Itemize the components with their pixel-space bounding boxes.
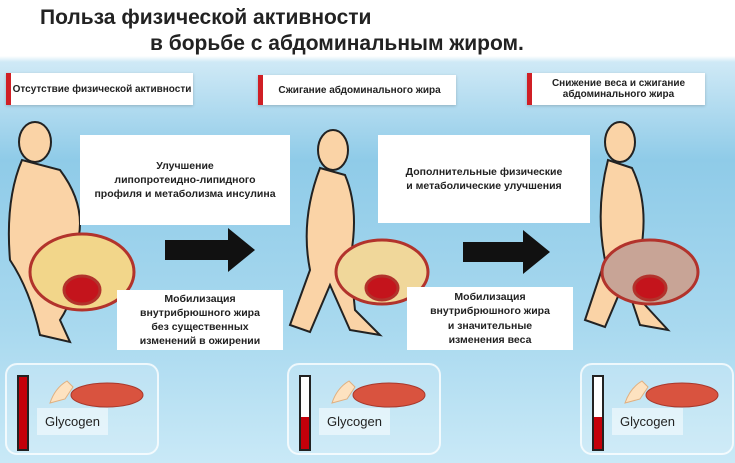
walking-person-figure	[288, 129, 383, 337]
glycogen-label: Glycogen	[37, 408, 108, 435]
glycogen-panel-3: Glycogen	[580, 363, 734, 455]
muscle-icon	[331, 380, 426, 408]
arrow-right-icon	[165, 228, 255, 272]
glycogen-gauge	[299, 375, 311, 451]
glycogen-panel-2: Glycogen	[287, 363, 441, 455]
effect-box-mobilization-2: Мобилизация внутрибрюшного жира и значит…	[407, 287, 573, 350]
muscle-icon	[624, 380, 719, 408]
arrow-right-icon	[463, 230, 550, 274]
effect-box-mobilization-1: Мобилизация внутрибрюшного жира без суще…	[117, 290, 283, 350]
glycogen-label: Glycogen	[612, 408, 683, 435]
glycogen-gauge	[17, 375, 29, 451]
muscle-icon	[49, 380, 144, 408]
stage-label-2: Сжигание абдоминального жира	[258, 75, 456, 105]
figures-illustration	[7, 121, 700, 344]
glycogen-label: Glycogen	[319, 408, 390, 435]
effect-box-metabolic: Дополнительные физические и метаболическ…	[378, 135, 590, 223]
abdomen-cross-section	[28, 232, 700, 312]
arrows	[165, 228, 550, 274]
stage-label-1: Отсутствие физической активности	[6, 73, 193, 105]
glycogen-panel-1: Glycogen	[5, 363, 159, 455]
title-line-1: Польза физической активности	[40, 6, 372, 29]
stage-label-3: Снижение веса и сжигание абдоминального …	[527, 73, 705, 105]
effect-box-lipid: Улучшение липопротеидно-липидного профил…	[80, 135, 290, 225]
glycogen-gauge	[592, 375, 604, 451]
title-line-2: в борьбе с абдоминальным жиром.	[150, 32, 524, 55]
